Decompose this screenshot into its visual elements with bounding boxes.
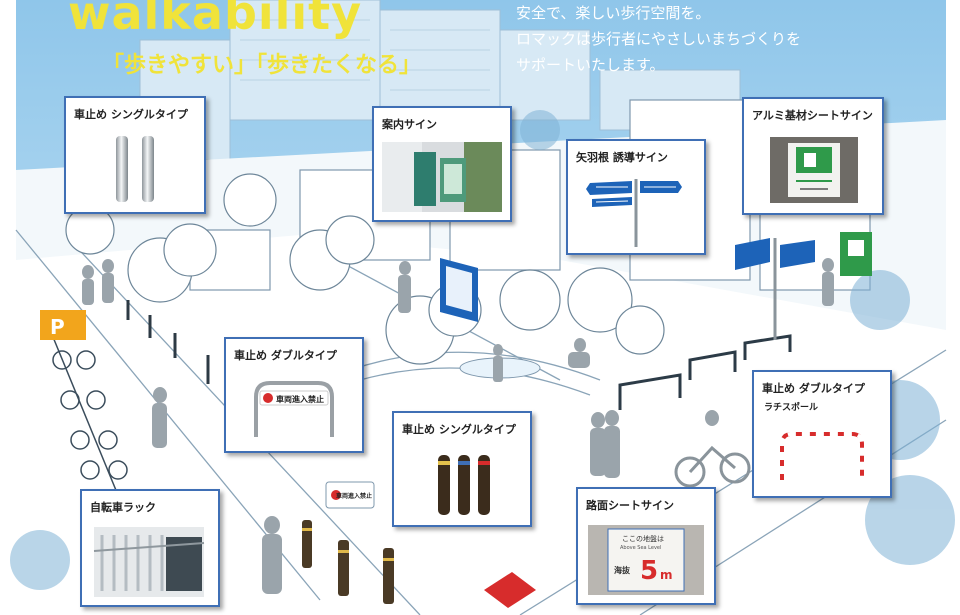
card-bike-rack[interactable]: 自転車ラック — [80, 489, 220, 607]
road-bike-marking — [484, 572, 536, 608]
pedestrians — [82, 258, 834, 594]
card-bollard-double-right[interactable]: 車止め ダブルタイプ ラチスポール — [752, 370, 892, 498]
card-title: アルミ基材シートサイン — [752, 109, 873, 122]
card-title: 路面シートサイン — [586, 499, 674, 512]
intro-line: サポートいたします。 — [516, 56, 665, 74]
railings — [618, 334, 792, 410]
street-bollards — [302, 520, 394, 604]
intro-line: ロマックは歩行者にやさしいまちづくりを — [516, 30, 802, 48]
bollard-sign-text: 車両進入禁止 — [276, 394, 324, 404]
scene-arrow-signs — [735, 238, 815, 340]
lattice-pole-image — [780, 432, 864, 480]
scene-bike-rack — [45, 319, 128, 501]
guide-sign-photo — [382, 142, 502, 212]
card-bollard-double-left[interactable]: 車止め ダブルタイプ 車両進入禁止 — [224, 337, 364, 453]
double-bollard-image: 車両進入禁止 — [254, 381, 334, 437]
card-title: 車止め シングルタイプ — [402, 423, 516, 436]
arrow-sign-image — [586, 179, 682, 247]
stainless-bollard-image — [116, 136, 154, 202]
intro-text: 安全で、楽しい歩行空間を。 ロマックは歩行者にやさしいまちづくりを サポートいた… — [516, 0, 801, 78]
parking-letter: P — [50, 315, 65, 339]
card-road-sheet[interactable]: 路面シートサイン ここの地盤は Above Sea Level 海抜 5 m — [576, 487, 716, 605]
card-bollard-single-top[interactable]: 車止め シングルタイプ — [64, 96, 206, 214]
road-sheet-photo: ここの地盤は Above Sea Level 海抜 5 m — [588, 525, 704, 595]
scene-guide-sign — [440, 258, 478, 322]
card-subtitle: ラチスポール — [764, 403, 819, 413]
intro-line: 安全で、楽しい歩行空間を。 — [516, 4, 711, 22]
card-guide-sign[interactable]: 案内サイン — [372, 106, 512, 222]
parking-sign: P — [40, 310, 86, 340]
cyclist — [674, 445, 751, 488]
sheet-unit: m — [660, 568, 673, 582]
page-title: walkability — [68, 0, 363, 40]
sheet-value: 5 — [640, 556, 658, 586]
sheet-text-line1: ここの地盤は — [622, 534, 664, 543]
sheet-text-line3: 海抜 — [614, 565, 631, 575]
page-subtitle: 「歩きやすい」「歩きたくなる」 — [102, 53, 422, 78]
scene-exit-sign — [840, 232, 872, 276]
card-title: 案内サイン — [382, 118, 437, 131]
card-title: 車止め シングルタイプ — [74, 108, 188, 121]
bike-rack-photo — [93, 527, 205, 597]
card-bollard-single-bottom[interactable]: 車止め シングルタイプ — [392, 411, 532, 527]
card-title: 車止め ダブルタイプ — [234, 349, 337, 362]
card-title: 矢羽根 誘導サイン — [576, 151, 668, 164]
card-aluminum-sign[interactable]: アルミ基材シートサイン — [742, 97, 884, 215]
aluminum-sign-photo — [770, 137, 858, 203]
card-title: 自転車ラック — [90, 501, 156, 514]
pavement-sign — [325, 481, 375, 509]
card-title: 車止め ダブルタイプ — [762, 382, 865, 395]
brown-bollard-image — [438, 455, 490, 515]
card-arrow-sign[interactable]: 矢羽根 誘導サイン — [566, 139, 706, 255]
sheet-text-line2: Above Sea Level — [620, 545, 661, 551]
